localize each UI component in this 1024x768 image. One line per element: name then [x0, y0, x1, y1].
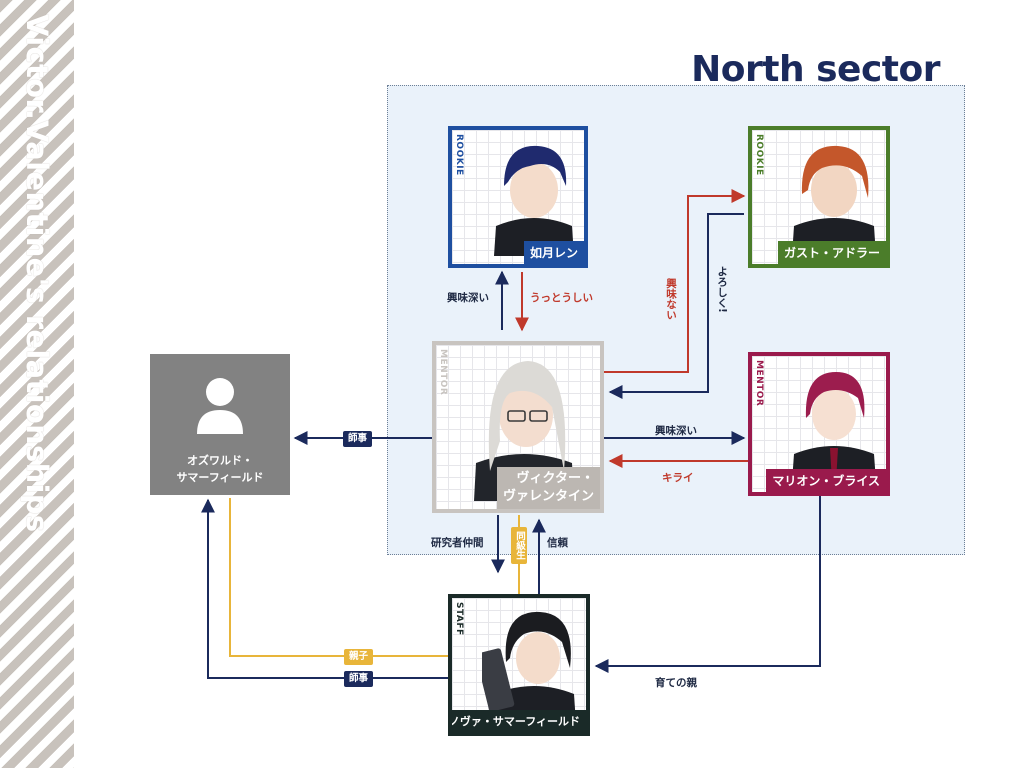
role-text: MENTOR — [754, 360, 764, 407]
role-text: MENTOR — [438, 349, 448, 396]
label-victor-to-ren: 興味深い — [447, 292, 489, 304]
card-oswald[interactable]: オズワルド・ サマーフィールド — [150, 354, 290, 495]
label-gust-to-victor: よろしく! — [716, 266, 728, 313]
role-label: MENTOR — [436, 345, 450, 509]
name-oswald-line2: サマーフィールド — [176, 471, 264, 484]
role-label: ROOKIE — [452, 130, 466, 264]
name-victor-line1: ヴィクター・ — [516, 471, 594, 486]
side-stripe-band — [0, 0, 74, 768]
arrow-gust-to-victor — [608, 213, 744, 399]
portrait-gust — [792, 145, 876, 256]
role-text: ROOKIE — [754, 134, 764, 176]
portrait-nova — [482, 611, 576, 724]
card-marion[interactable]: MENTOR マリオン・ブライス — [748, 352, 890, 496]
person-silhouette-icon — [197, 378, 243, 434]
label-victor-to-nova: 研究者仲間 — [431, 537, 484, 549]
card-nova[interactable]: STAFF ノヴァ・サマーフィールド — [448, 594, 590, 736]
label-victor-to-gust: 興味ない — [665, 278, 677, 320]
tag-victor-to-oswald: 師事 — [343, 431, 373, 447]
portrait-ren — [494, 145, 574, 256]
arrow-nova-to-oswald — [201, 498, 448, 679]
tag-victor-nova-classmate: 同級生 — [511, 527, 527, 564]
role-text: ROOKIE — [454, 134, 464, 176]
label-nova-to-victor: 信頼 — [547, 537, 568, 549]
sector-title: North sector — [691, 49, 940, 90]
tag-nova-oswald-parent: 親子 — [344, 649, 374, 665]
name-nova: ノヴァ・サマーフィールド — [452, 710, 586, 732]
role-label: MENTOR — [752, 356, 766, 492]
card-victor[interactable]: MENTOR ヴィクター・ ヴァレンタイン — [432, 341, 604, 513]
name-victor-line2: ヴァレンタイン — [502, 489, 594, 504]
arrow-marion-to-nova — [594, 496, 821, 673]
portrait-marion — [792, 372, 876, 482]
name-ren: 如月レン — [523, 241, 584, 264]
arrow-victor-to-gust — [604, 189, 746, 373]
line-nova-oswald-parent — [229, 498, 448, 657]
role-label: ROOKIE — [752, 130, 766, 264]
name-marion: マリオン・ブライス — [766, 469, 886, 492]
name-oswald: オズワルド・ サマーフィールド — [150, 452, 290, 486]
label-victor-to-marion: 興味深い — [655, 425, 697, 437]
role-text: STAFF — [454, 602, 464, 636]
label-marion-to-nova: 育ての親 — [655, 677, 697, 689]
card-ren[interactable]: ROOKIE 如月レン — [448, 126, 588, 268]
tag-nova-to-oswald: 師事 — [344, 671, 374, 687]
label-marion-to-victor: キライ — [662, 472, 694, 484]
name-gust: ガスト・アドラー — [777, 241, 886, 264]
card-gust[interactable]: ROOKIE ガスト・アドラー — [748, 126, 890, 268]
name-oswald-line1: オズワルド・ — [187, 454, 253, 467]
name-victor: ヴィクター・ ヴァレンタイン — [496, 467, 600, 509]
label-ren-to-victor: うっとうしい — [530, 292, 593, 304]
